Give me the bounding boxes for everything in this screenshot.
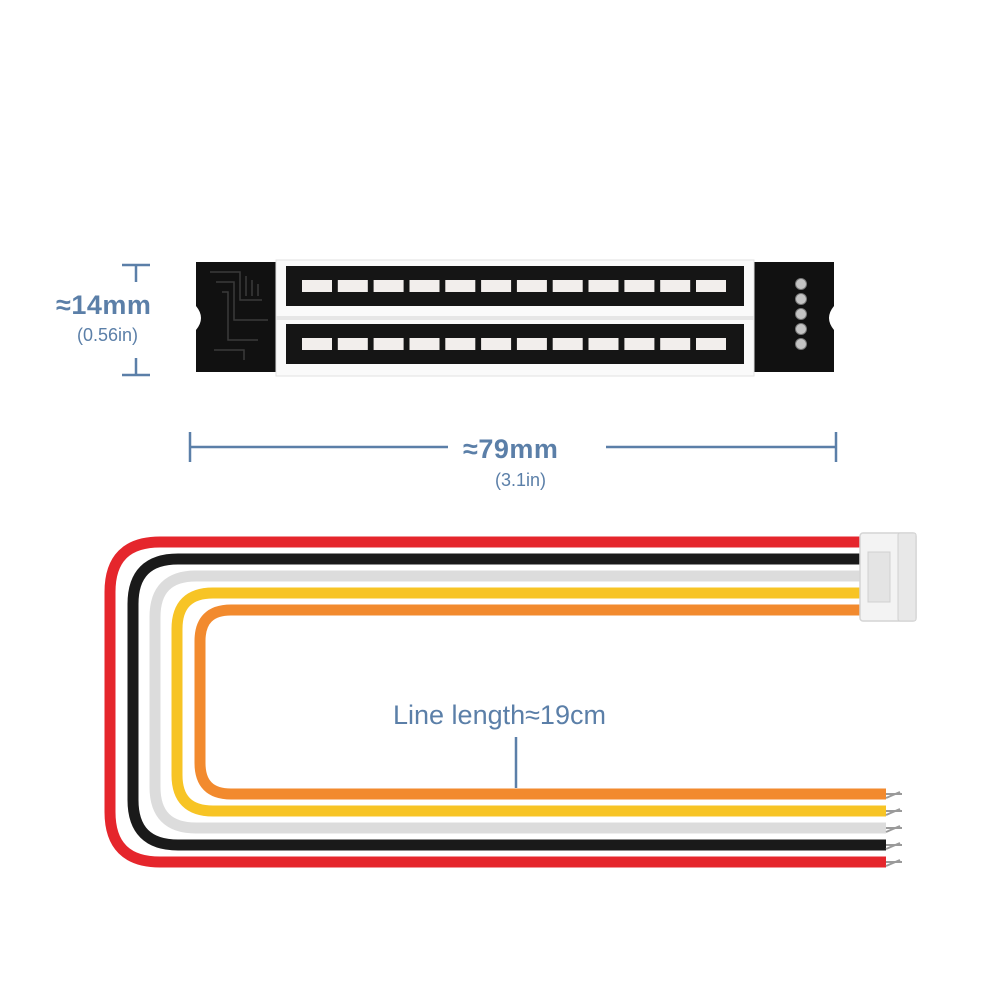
led-segment <box>696 338 726 350</box>
led-segment <box>481 338 512 350</box>
led-segment <box>373 280 404 292</box>
board-left-tab <box>196 262 276 372</box>
led-segment <box>302 338 332 350</box>
led-segment <box>302 280 332 292</box>
led-segment <box>373 338 404 350</box>
solder-pads <box>795 278 807 350</box>
led-segment <box>337 338 368 350</box>
height-sublabel: (0.56in) <box>77 325 139 345</box>
led-segment <box>445 338 476 350</box>
led-segment <box>409 280 440 292</box>
width-dimension <box>188 432 838 462</box>
width-sublabel: (3.1in) <box>495 470 547 490</box>
wire-red <box>104 536 886 868</box>
led-segment <box>588 280 619 292</box>
led-segment <box>660 338 691 350</box>
width-label: ≈79mm <box>463 434 559 464</box>
height-dimension <box>122 263 150 377</box>
led-segment <box>588 338 619 350</box>
board-right-tab <box>754 262 834 372</box>
wire-yellow <box>171 587 886 817</box>
led-segments-bottom <box>302 338 726 350</box>
led-segment <box>445 280 476 292</box>
led-segment <box>516 338 547 350</box>
wire-black <box>127 553 886 851</box>
led-segment <box>696 280 726 292</box>
wire-white <box>149 570 886 834</box>
led-meter-board <box>196 259 834 377</box>
cable-assembly <box>104 536 886 868</box>
cable-connector <box>859 532 917 622</box>
led-segment <box>516 280 547 292</box>
led-segment <box>552 338 583 350</box>
led-segment <box>660 280 691 292</box>
led-segment <box>409 338 440 350</box>
led-segment <box>481 280 512 292</box>
wire-orange <box>194 604 886 800</box>
led-segment <box>552 280 583 292</box>
led-segment <box>624 280 655 292</box>
led-segment <box>337 280 368 292</box>
wire-tips <box>885 791 902 867</box>
height-label: ≈14mm <box>56 290 152 320</box>
led-segments-top <box>302 280 726 292</box>
line-length-label: Line length≈19cm <box>393 700 606 730</box>
led-segment <box>624 338 655 350</box>
board-circuit-traces <box>210 271 268 360</box>
